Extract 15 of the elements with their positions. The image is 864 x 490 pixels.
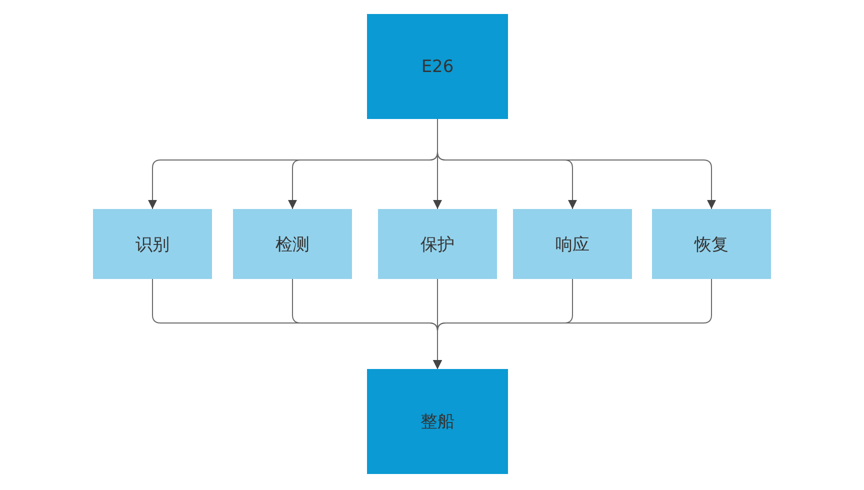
process-box bbox=[93, 209, 212, 279]
process-box bbox=[367, 14, 508, 119]
box-label: 保护 bbox=[420, 234, 454, 256]
process-box bbox=[378, 209, 497, 279]
box-label: 检测 bbox=[276, 234, 310, 256]
process-box bbox=[367, 369, 508, 474]
process-box bbox=[233, 209, 352, 279]
box-label: E26 bbox=[421, 56, 454, 76]
box-label: 整船 bbox=[420, 411, 454, 433]
connector-arrow bbox=[433, 278, 712, 370]
box-label: 识别 bbox=[136, 234, 170, 256]
box-label: 响应 bbox=[556, 234, 590, 256]
process-box bbox=[513, 209, 632, 279]
box-label: 恢复 bbox=[694, 234, 728, 256]
process-box bbox=[652, 209, 771, 279]
